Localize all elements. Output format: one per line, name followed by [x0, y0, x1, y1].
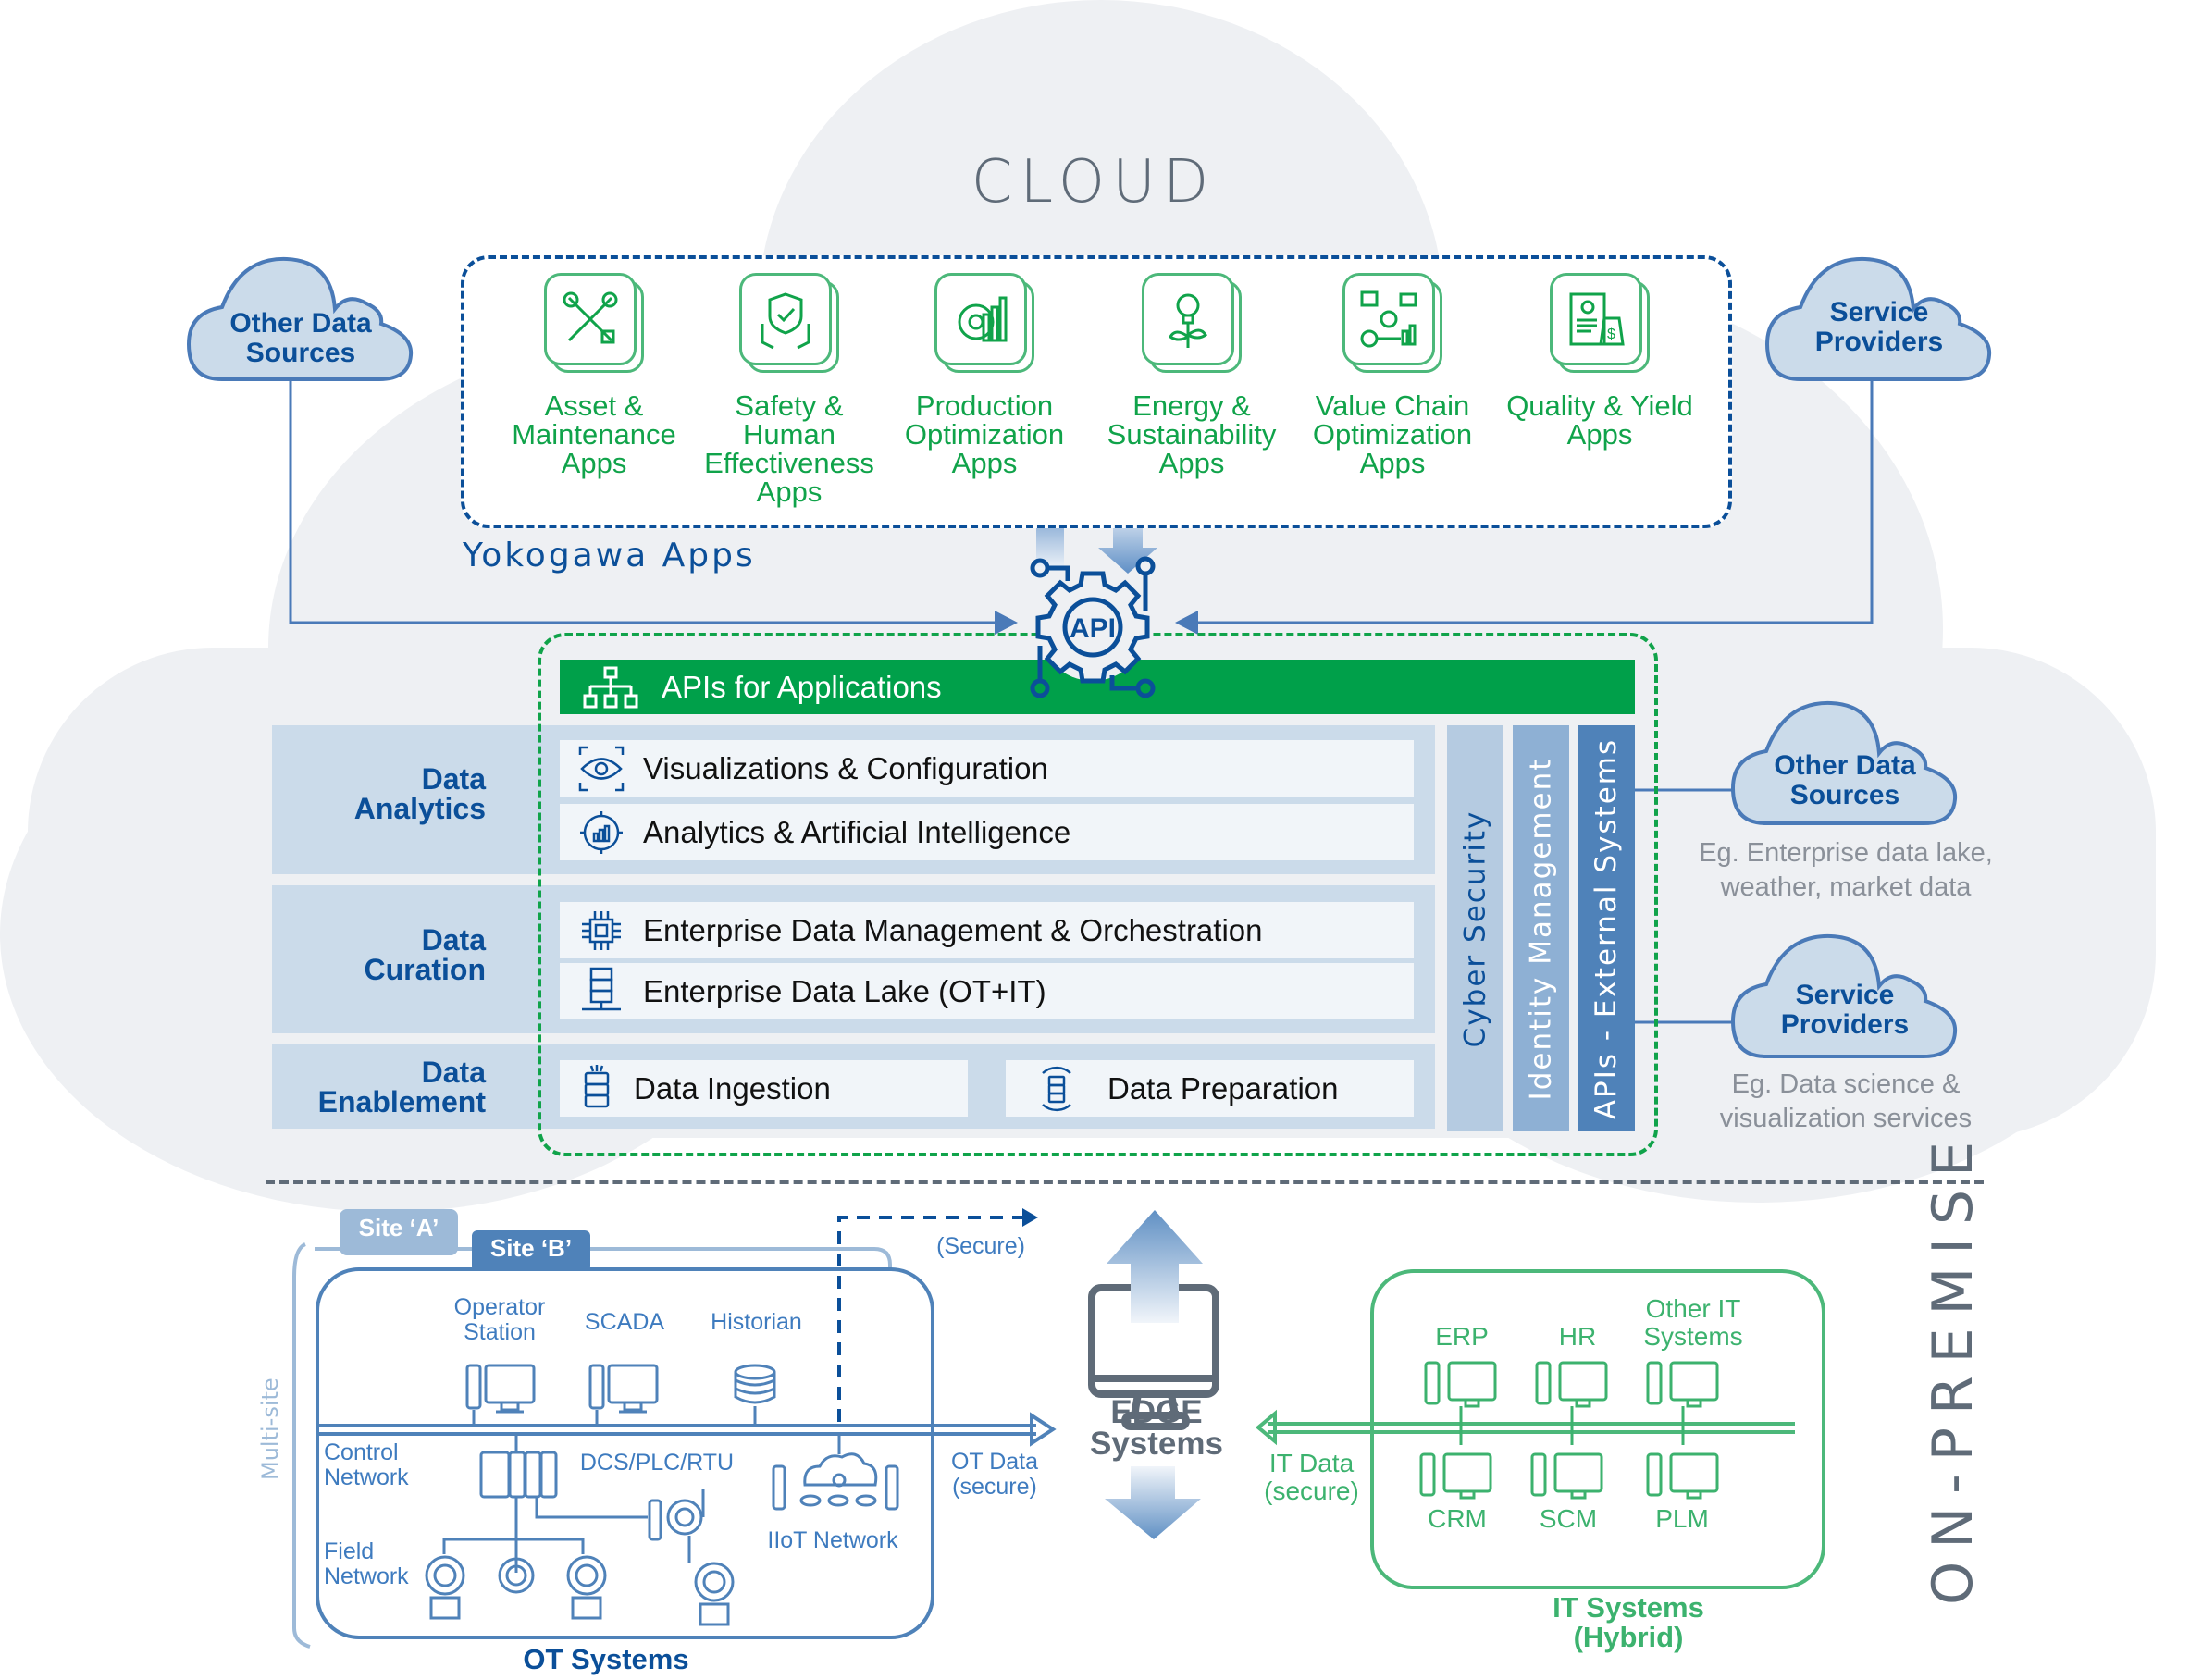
analytics-target-icon — [560, 809, 643, 856]
site-b-tab — [472, 1230, 590, 1272]
row-analytics-ai[interactable]: Analytics & Artificial Intelligence — [560, 804, 1414, 860]
iiot-cloud-icon — [772, 1434, 899, 1511]
yokogawa-apps-container — [461, 255, 1732, 528]
server-ingest-icon — [560, 1064, 634, 1114]
secure-arrow-icon — [1022, 1208, 1038, 1227]
wrench-screwdriver-icon — [544, 273, 637, 365]
api-bar-label: APIs for Applications — [662, 669, 942, 704]
app-asset-maintenance[interactable]: Asset & Maintenance Apps — [492, 273, 696, 477]
iiot-network-label: IIoT Network — [767, 1527, 898, 1553]
plm-computer-icon — [1646, 1452, 1719, 1500]
secure-label: (Secure) — [936, 1233, 1025, 1259]
row-data-ingestion[interactable]: Data Ingestion — [560, 1060, 968, 1117]
ot-data-label: OT Data(secure) — [950, 1449, 1039, 1500]
cloud-icon — [186, 256, 414, 381]
eye-target-icon — [560, 746, 643, 792]
other-data-sources-cloud-right[interactable]: Other Data Sources — [1726, 696, 1963, 830]
svg-text:API: API — [1070, 613, 1116, 644]
server-refresh-icon — [1006, 1064, 1107, 1114]
hr-computer-icon — [1535, 1361, 1608, 1445]
historian-database-icon — [734, 1364, 776, 1426]
cloud-icon — [1730, 933, 1958, 1058]
vbar-cyber-security[interactable]: Cyber Security — [1447, 725, 1503, 1131]
svg-text:$: $ — [1607, 327, 1615, 342]
note-service-providers: Eg. Data science &visualization services — [1719, 1069, 1973, 1133]
row-data-lake[interactable]: Enterprise Data Lake (OT+IT) — [560, 963, 1414, 1019]
it-label-scm: SCM — [1539, 1504, 1598, 1533]
it-data-arrow-icon — [1255, 1409, 1277, 1446]
svg-text:Multi-site: Multi-site — [257, 1377, 283, 1480]
site-a-tab — [340, 1209, 458, 1255]
app-value-chain[interactable]: Value Chain Optimization Apps — [1291, 273, 1494, 477]
cloud-icon — [1764, 256, 1992, 381]
other-it-computer-icon — [1646, 1361, 1719, 1445]
app-safety-human[interactable]: Safety & Human Effectiveness Apps — [687, 273, 891, 506]
app-production-optimization[interactable]: Production Optimization Apps — [883, 273, 1086, 477]
app-energy-sustainability[interactable]: Energy & Sustainability Apps — [1090, 273, 1293, 477]
hierarchy-icon — [560, 666, 662, 709]
gear-chart-icon — [934, 273, 1027, 365]
cloud-icon — [1730, 700, 1958, 825]
arrow-left-icon — [1175, 611, 1198, 635]
field-instrument-icon — [425, 1489, 735, 1626]
vbar-apis-external[interactable]: APIs - External Systems — [1578, 725, 1635, 1131]
ot-data-arrow-icon — [1030, 1412, 1057, 1447]
chip-icon — [560, 908, 643, 954]
dcs-plc-icon — [442, 1434, 648, 1573]
cloud-onprem-divider — [266, 1180, 1984, 1184]
service-providers-cloud-top[interactable]: Service Providers — [1763, 252, 1995, 386]
certificate-money-icon: $ — [1550, 273, 1642, 365]
row-visualizations[interactable]: Visualizations & Configuration — [560, 740, 1414, 797]
arrow-right-icon — [995, 611, 1018, 635]
scada-icon — [588, 1364, 659, 1426]
service-providers-cloud-right[interactable]: Service Providers — [1726, 929, 1963, 1063]
historian-label: Historian — [711, 1309, 802, 1335]
operator-station-icon — [465, 1364, 536, 1426]
yokogawa-apps-label: Yokogawa Apps — [463, 537, 756, 574]
app-quality-yield[interactable]: $ Quality & Yield Apps — [1498, 273, 1701, 449]
it-label-plm: PLM — [1655, 1504, 1709, 1533]
server-rack-icon — [560, 967, 643, 1017]
edge-down-arrow-icon — [1105, 1466, 1201, 1539]
row-data-management[interactable]: Enterprise Data Management & Orchestrati… — [560, 902, 1414, 958]
crm-computer-icon — [1419, 1452, 1492, 1500]
row-data-preparation[interactable]: Data Preparation — [1006, 1060, 1414, 1117]
it-systems-title: IT Systems(Hybrid) — [1553, 1591, 1704, 1653]
it-label-hr: HR — [1558, 1322, 1597, 1351]
scada-label: SCADA — [584, 1309, 665, 1335]
it-data-label: IT Data(secure) — [1264, 1449, 1359, 1505]
it-systems-box — [1370, 1269, 1825, 1589]
dcs-plc-rtu-label: DCS/PLC/RTU — [579, 1450, 735, 1476]
cloud-title: CLOUD — [971, 148, 1217, 216]
ot-site-b-box — [316, 1267, 934, 1639]
scm-computer-icon — [1530, 1452, 1603, 1500]
other-data-sources-cloud-top[interactable]: Other Data Sources — [185, 252, 416, 386]
site-b-label[interactable]: Site ‘B’ — [489, 1234, 573, 1262]
erp-computer-icon — [1424, 1361, 1497, 1445]
it-label-crm: CRM — [1428, 1504, 1487, 1533]
value-chain-icon — [1342, 273, 1435, 365]
it-label-erp: ERP — [1435, 1322, 1489, 1351]
edge-up-arrow-icon — [1107, 1210, 1203, 1323]
site-a-label[interactable]: Site ‘A’ — [358, 1214, 439, 1241]
shield-hands-icon — [739, 273, 832, 365]
ot-systems-title: OT Systems — [523, 1643, 689, 1675]
vbar-identity-management[interactable]: Identity Management — [1513, 725, 1569, 1131]
lightbulb-plant-icon — [1142, 273, 1234, 365]
api-gear-icon[interactable]: API — [1023, 553, 1162, 701]
note-other-data-sources: Eg. Enterprise data lake,weather, market… — [1699, 838, 1993, 902]
